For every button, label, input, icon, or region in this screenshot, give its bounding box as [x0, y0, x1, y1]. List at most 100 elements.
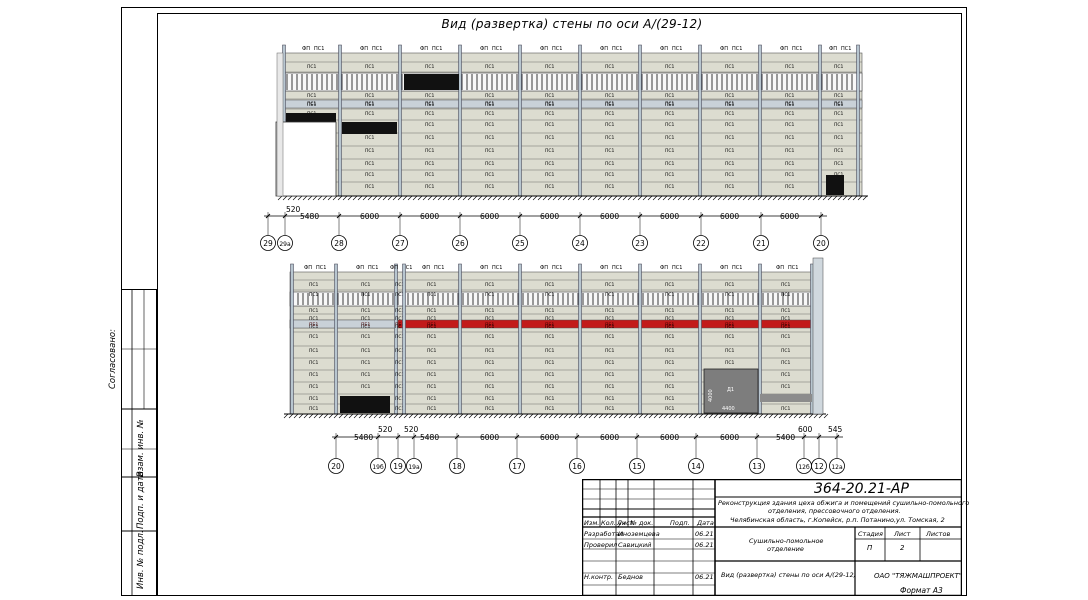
ground-hatch: [657, 195, 663, 201]
ground-hatch: [528, 413, 534, 419]
panel-label-ps: ПС1: [545, 360, 555, 366]
panel-label-ps: ПС1: [665, 184, 675, 190]
panel-label-ps: ПС1: [725, 101, 735, 107]
ground-hatch: [672, 195, 678, 201]
ground-hatch: [428, 413, 434, 419]
dimension-label: 5480: [300, 212, 319, 221]
panel-label-ps: ПС1: [485, 101, 495, 107]
ground-hatch: [463, 413, 469, 419]
panel-label-ps: ПС1: [545, 396, 555, 402]
ground-hatch: [418, 413, 424, 419]
ground-hatch: [363, 413, 369, 419]
axis-label: 16: [572, 462, 582, 471]
ground-hatch: [612, 195, 618, 201]
panel-label-ps: ПС1: [781, 292, 791, 298]
panel-label-ps: ПС1: [665, 148, 675, 154]
panel-label-ps: ПС1: [545, 282, 555, 288]
ground-hatch: [713, 413, 719, 419]
format-label: Формат А3: [900, 586, 943, 595]
black-opening: [404, 74, 459, 90]
ground-hatch: [518, 413, 524, 419]
dimension-label: 545: [828, 425, 843, 434]
panel-label-ps: ПС1: [605, 292, 615, 298]
ground-hatch: [532, 195, 538, 201]
axis-label: 24: [575, 239, 585, 248]
panel-label-ps: ПС1: [785, 161, 795, 167]
dimension-label: 6000: [360, 212, 379, 221]
panel-label-ps: ПС1: [612, 265, 622, 271]
panel-label-ps: ПС1: [545, 101, 555, 107]
replaced-inv-label: Взам. инв. №: [136, 419, 146, 477]
panel-label-ps: ПС1: [545, 384, 555, 390]
ground-hatch: [823, 413, 829, 419]
ground-hatch: [862, 195, 868, 201]
ground-hatch: [642, 195, 648, 201]
ground-hatch: [627, 195, 633, 201]
panel-label-ps: ПС1: [725, 172, 735, 178]
panel-label-ps: ПС1: [834, 111, 844, 117]
panel-label-ps: ПС1: [665, 324, 675, 330]
panel-label-ps: ПС1: [307, 93, 317, 99]
ground-hatch: [792, 195, 798, 201]
panel-label-ps: ПС1: [545, 135, 555, 141]
ground-hatch: [578, 413, 584, 419]
panel-label-ps: ПС1: [365, 101, 375, 107]
ground-hatch: [752, 195, 758, 201]
ground-hatch: [647, 195, 653, 201]
dimension-label: 6000: [540, 433, 559, 442]
ground-hatch: [733, 413, 739, 419]
panel-label-ps: ПС1: [605, 324, 615, 330]
panel-label-ps: ПС1: [725, 348, 735, 354]
panel-label-ps: ПС1: [725, 334, 735, 340]
panel-label-ps: ПС1: [665, 64, 675, 70]
axis-bubble: [406, 458, 422, 474]
axis-label: 19: [393, 462, 403, 471]
ground-hatch: [452, 195, 458, 201]
ground-hatch: [622, 195, 628, 201]
department-line-1: Сушильно-помольное: [749, 537, 824, 545]
ground-hatch: [292, 195, 298, 201]
panel-label-ps: ПС1: [485, 316, 495, 322]
dimension-label: 520: [378, 425, 393, 434]
ground-hatch: [668, 413, 674, 419]
panel-label-ps: ПС1: [665, 372, 675, 378]
ground-hatch: [798, 413, 804, 419]
ground-hatch: [332, 195, 338, 201]
panel-label-ps: ПС1: [427, 316, 437, 322]
panel-label-ps: ПС1: [605, 406, 615, 412]
panel-label-fp: ФП: [720, 265, 728, 271]
axis-label: 18: [452, 462, 462, 471]
ground-hatch: [597, 195, 603, 201]
ground-hatch: [582, 195, 588, 201]
panel-label-ps: ПС1: [834, 148, 844, 154]
company-name: ОАО "ТЯЖМАШПРОЕКТ": [874, 572, 963, 580]
ground-hatch: [297, 195, 303, 201]
panel-label-ps: ПС1: [665, 161, 675, 167]
panel-label-fp: ФП: [829, 46, 837, 52]
panel-label-ps: ПС1: [725, 111, 735, 117]
ground-hatch: [293, 413, 299, 419]
ground-hatch: [697, 195, 703, 201]
ground-hatch: [652, 195, 658, 201]
panel-label-fp: ФП: [540, 265, 548, 271]
panel-label-ps: ПС1: [725, 122, 735, 128]
ground-hatch: [328, 413, 334, 419]
panel-label-ps: ПС1: [665, 93, 675, 99]
panel-label-ps: ПС1: [402, 265, 412, 271]
panel-label-ps: ПС1: [434, 265, 444, 271]
ground-hatch: [633, 413, 639, 419]
ground-hatch: [683, 413, 689, 419]
panel-label-ps: ПС1: [309, 324, 319, 330]
panel-label-ps: ПС1: [605, 384, 615, 390]
panel-label-ps: ПС1: [605, 316, 615, 322]
panel-label-ps: ПС1: [732, 265, 742, 271]
steel-column: [338, 44, 342, 197]
panel-label-ps: ПС1: [314, 46, 324, 52]
panel-label-ps: ПС1: [485, 111, 495, 117]
panel-label-ps: ПС1: [665, 384, 675, 390]
col-qty: Кол. уч: [601, 519, 626, 527]
ground-hatch: [523, 413, 529, 419]
sheet-value: 2: [900, 544, 905, 552]
panel-label-ps: ПС1: [605, 93, 615, 99]
panel-label-ps: ПС1: [309, 282, 319, 288]
